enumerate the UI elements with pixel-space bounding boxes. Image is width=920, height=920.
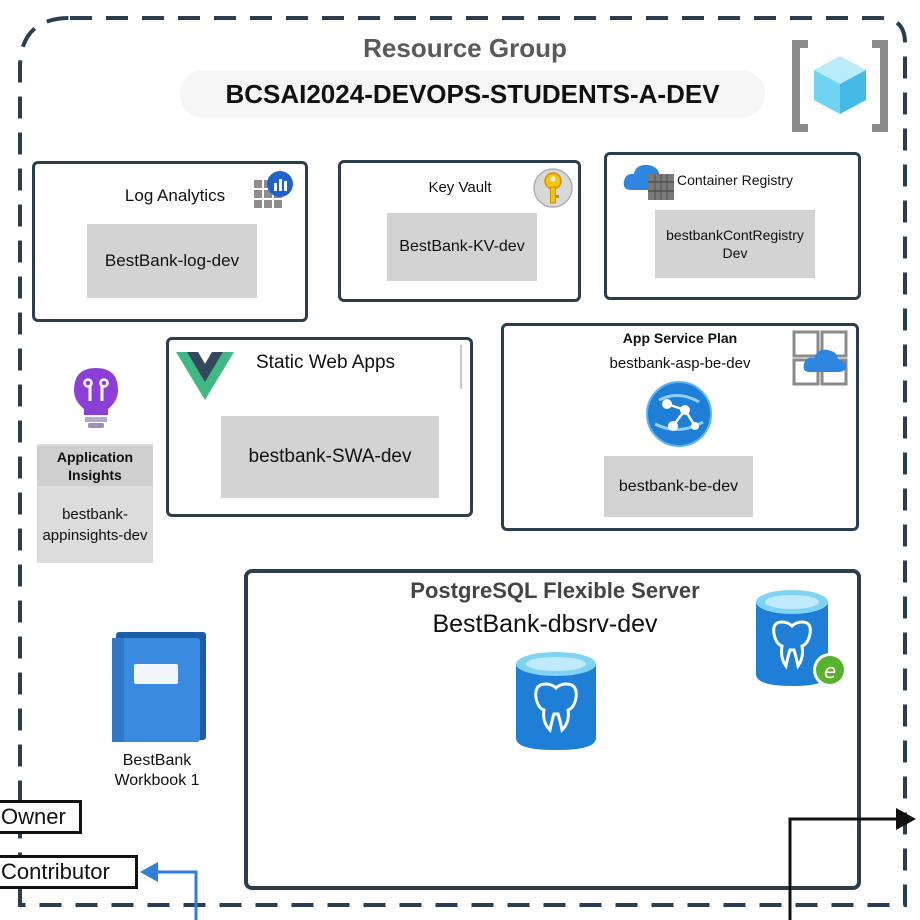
contributor-role-label: Contributor xyxy=(1,859,110,884)
log-analytics-title: Log Analytics xyxy=(124,186,226,205)
lightbulb-icon xyxy=(74,368,118,428)
static-web-apps-divider xyxy=(460,345,462,389)
postgres-name: BestBank-dbsrv-dev xyxy=(432,609,658,638)
container-registry-resource[interactable]: bestbankContRegistry Dev xyxy=(655,210,815,278)
app-insights-resource-line1: bestbank- xyxy=(62,506,128,523)
app-insights-title-line1: Application xyxy=(56,449,134,465)
key-vault-icon xyxy=(533,168,573,208)
app-insights-resource-line2: appinsights-dev xyxy=(42,527,148,544)
static-web-apps-resource[interactable]: bestbank-SWA-dev xyxy=(221,416,439,498)
postgresql-database-icon xyxy=(516,652,596,750)
container-registry-resource-line2: Dev xyxy=(722,245,748,261)
app-insights-title-line2: Insights xyxy=(68,467,122,483)
vue-logo-icon xyxy=(176,352,234,400)
owner-role-label: Owner xyxy=(1,804,66,829)
container-registry-icon xyxy=(623,164,674,200)
container-registry-resource-line1: bestbankContRegistry xyxy=(666,227,804,243)
contributor-role-box[interactable] xyxy=(0,855,138,889)
postgres-title: PostgreSQL Flexible Server xyxy=(410,578,700,603)
workbook-label-line2: Workbook 1 xyxy=(114,772,200,789)
workbook-book-icon xyxy=(112,632,206,742)
key-vault-resource[interactable]: BestBank-KV-dev xyxy=(387,213,537,281)
app-service-plan-title: App Service Plan xyxy=(622,330,738,346)
app-service-icon xyxy=(646,381,712,447)
app-insights-resource[interactable]: bestbank- appinsights-dev xyxy=(37,500,153,550)
postgresql-flexible-server-icon: e xyxy=(756,590,847,687)
owner-role-box[interactable] xyxy=(0,800,82,834)
workbook-label-line1: BestBank xyxy=(122,752,192,769)
resource-group-heading: Resource Group xyxy=(363,32,567,63)
container-registry-title: Container Registry xyxy=(677,172,793,188)
resource-group-name: BCSAI2024-DEVOPS-STUDENTS-A-DEV xyxy=(180,70,765,118)
app-insights-title: Application Insights xyxy=(37,446,153,486)
log-analytics-resource[interactable]: BestBank-log-dev xyxy=(87,224,257,298)
static-web-apps-title: Static Web Apps xyxy=(256,352,396,373)
key-vault-title: Key Vault xyxy=(428,178,492,196)
app-service-resource[interactable]: bestbank-be-dev xyxy=(604,456,753,517)
svg-text:e: e xyxy=(824,659,836,683)
workbook-label: BestBank Workbook 1 xyxy=(92,750,222,792)
app-service-plan-icon xyxy=(792,330,848,386)
resource-group-icon xyxy=(792,40,888,132)
log-analytics-icon xyxy=(254,171,293,208)
app-service-plan-name: bestbank-asp-be-dev xyxy=(609,354,751,372)
